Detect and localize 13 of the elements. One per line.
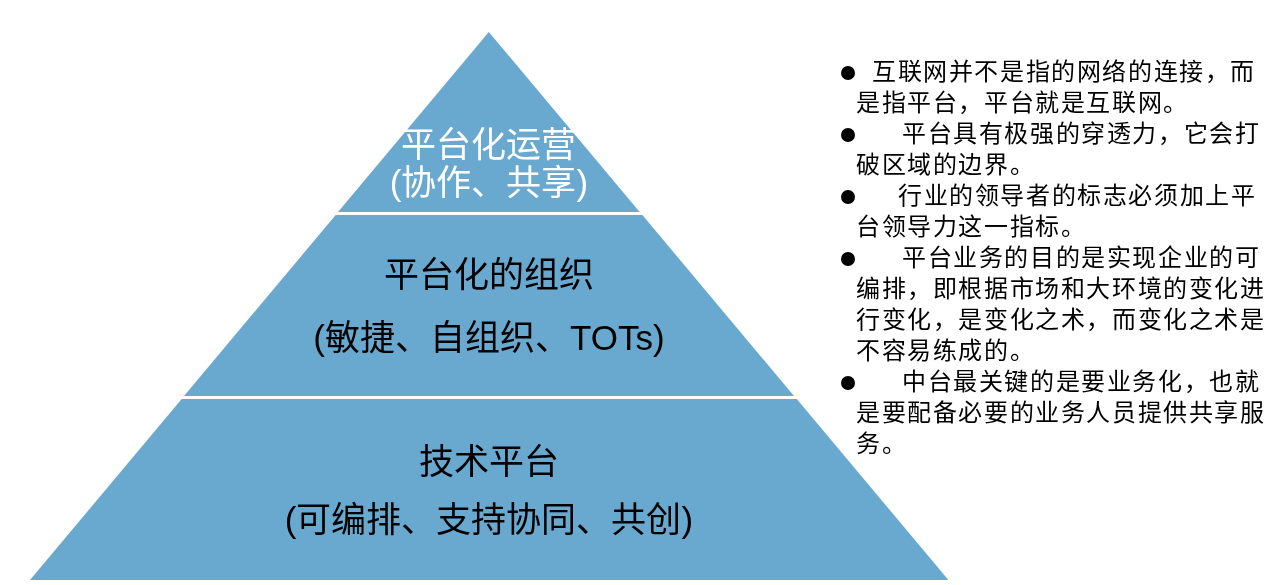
bullet-text: 互联网并不是指的网络的连接，而是指平台，平台就是互联网。 xyxy=(856,58,1257,118)
tier-title: 技术平台 xyxy=(419,442,559,482)
bullet-text: 平台业务的目的是实现企业的可编排，即根据市场和大环境的变化进行变化，是变化之术，而变化之术是不容易练成的。 xyxy=(856,244,1267,366)
tier-title: 平台化的组织 xyxy=(384,255,594,295)
bullet-text: 中台最关键的是要业务化，也就是要配备必要的业务人员提供共享服务。 xyxy=(856,368,1267,459)
bullet-text: 行业的领导者的标志必须加上平台领导力这一指标。 xyxy=(856,182,1258,242)
tier-title: 平台化运营 xyxy=(401,125,577,165)
tier-subtitle: (可编排、支持协同、共创) xyxy=(284,500,694,540)
tier-subtitle: (协作、共享) xyxy=(389,163,589,203)
bullet-text: 平台具有极强的穿透力，它会打破区域的边界。 xyxy=(856,120,1262,180)
pyramid-tier xyxy=(183,215,794,396)
pyramid-tier xyxy=(338,32,640,212)
tier-subtitle: (敏捷、自组织、TOTs) xyxy=(313,318,665,358)
